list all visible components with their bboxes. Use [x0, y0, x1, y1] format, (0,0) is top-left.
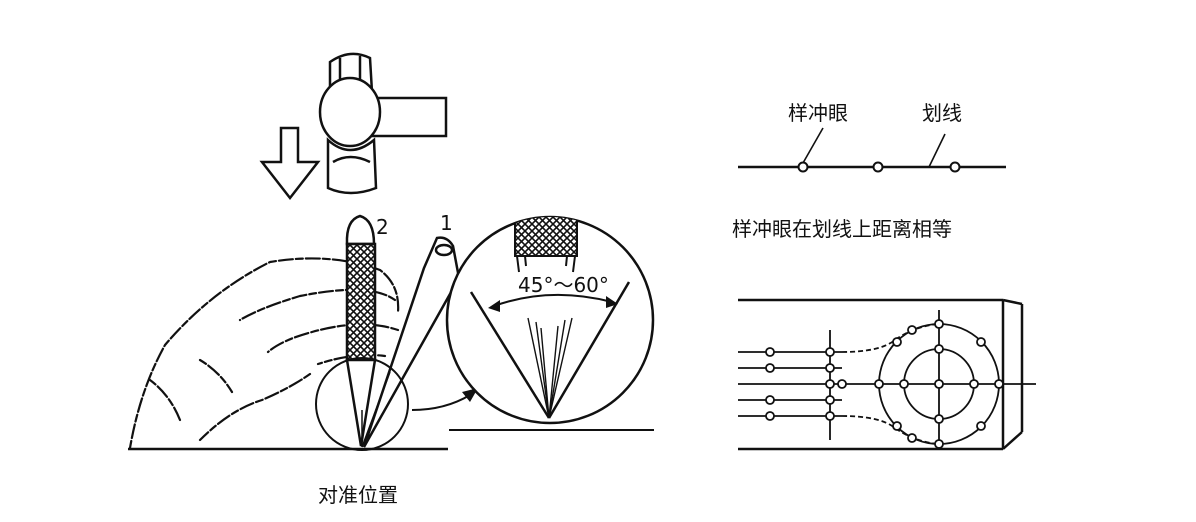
hammer — [318, 52, 448, 195]
workpiece-block — [738, 298, 1024, 451]
punch-marks-workpiece — [765, 319, 1004, 449]
label-punch-mark: 样冲眼 — [788, 101, 848, 125]
punch-marks-top — [797, 161, 961, 173]
strike-direction-arrow-icon — [259, 126, 321, 201]
left-caption: 对准位置 — [318, 483, 398, 507]
scribed-pattern — [738, 310, 1036, 449]
tool-label-2: 2 — [376, 215, 389, 239]
tool-label-1: 1 — [440, 211, 453, 235]
label-scribed-line: 划线 — [922, 101, 962, 125]
angle-label: 45°～60° — [518, 273, 609, 297]
zoom-detail — [469, 217, 631, 419]
right-caption: 样冲眼在划线上距离相等 — [732, 217, 952, 241]
center-punch-2 — [345, 214, 377, 447]
hand — [128, 257, 400, 450]
zoom-arrow-icon — [411, 394, 471, 411]
center-punch-1 — [362, 236, 461, 448]
